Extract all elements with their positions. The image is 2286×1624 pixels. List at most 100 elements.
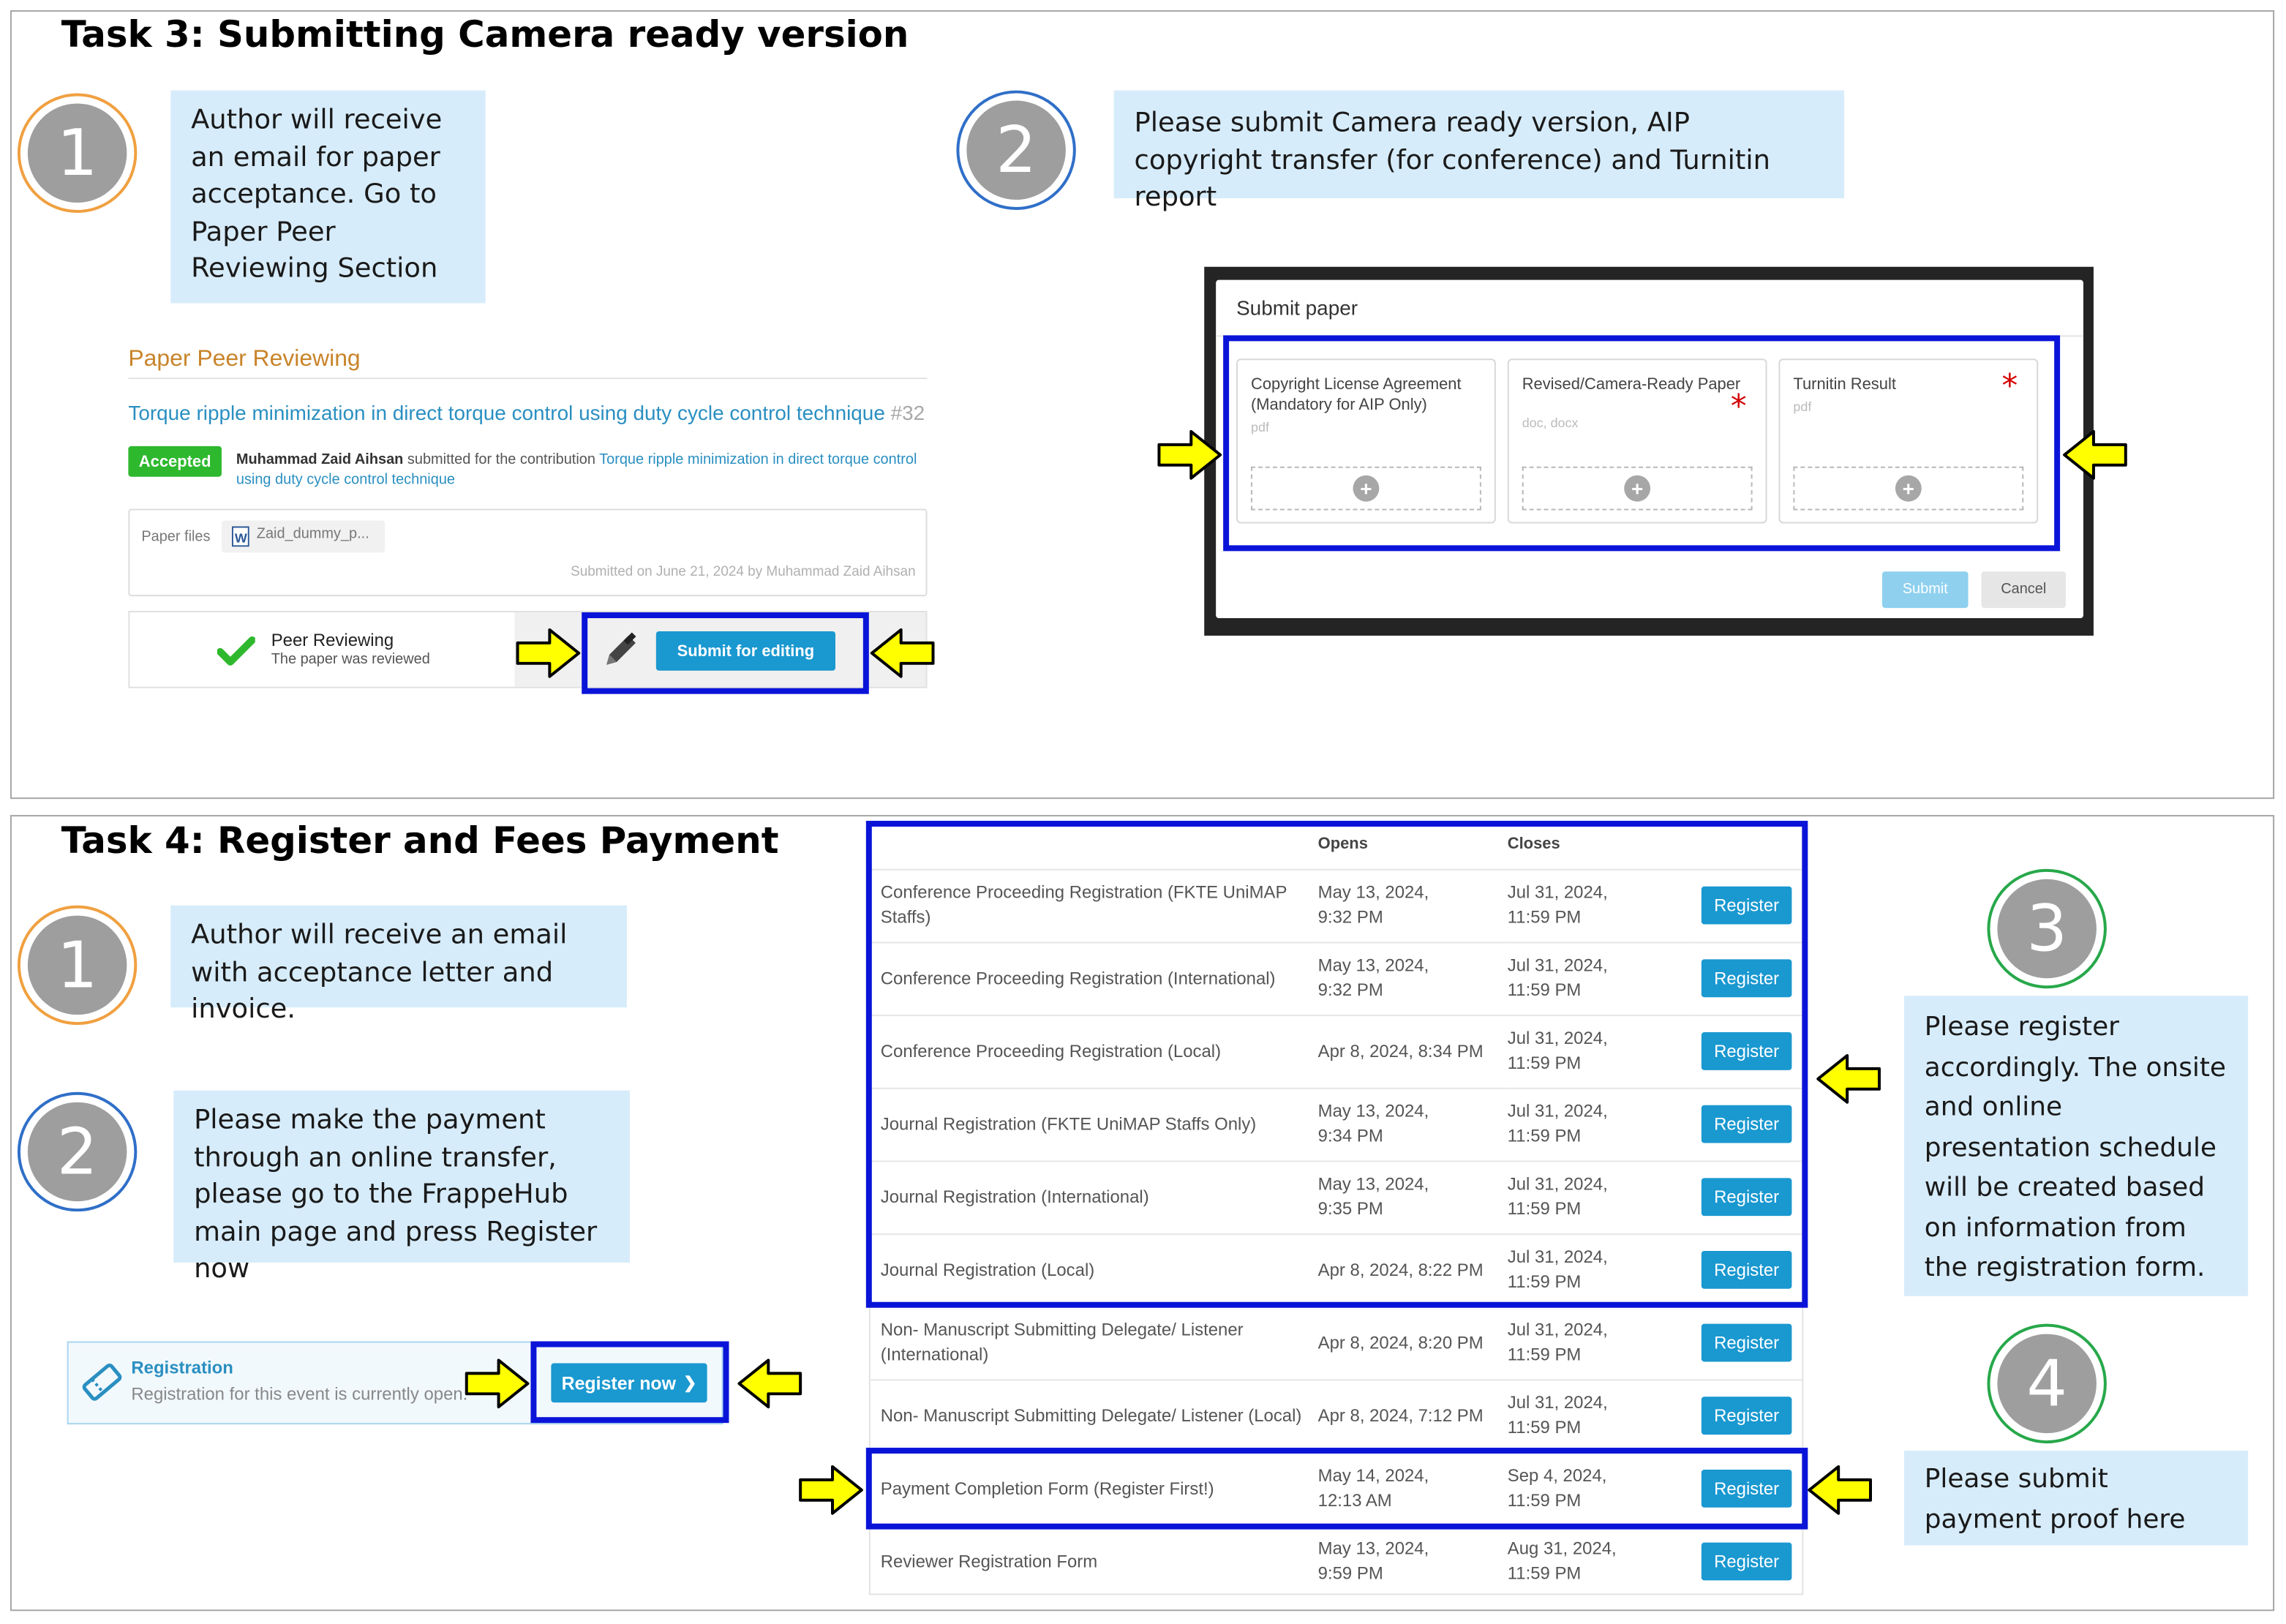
- paper-id: #32: [890, 401, 925, 424]
- table-row: Journal Registration (FKTE UniMAP Staffs…: [870, 1086, 1802, 1161]
- author-name: Muhammad Zaid Aihsan: [236, 451, 404, 468]
- row-closes: Jul 31, 2024, 11:59 PM: [1507, 1378, 1691, 1453]
- register-button[interactable]: Register: [1701, 959, 1792, 998]
- step-number-4: 4: [1997, 1334, 2097, 1434]
- table-header: Opens Closes: [871, 822, 1802, 869]
- required-mark: *: [1730, 389, 1747, 426]
- row-name: Conference Proceeding Registration (Loca…: [870, 1014, 1318, 1088]
- plus-circle-icon: +: [1353, 475, 1380, 502]
- field-label: Turnitin Result: [1793, 376, 1896, 394]
- t4-step-bubble-3: 3: [1987, 868, 2107, 989]
- submitted-text: submitted for the contribution: [407, 451, 595, 468]
- task4-step4-callout: Please submit payment proof here: [1903, 1451, 2249, 1546]
- row-name: Non- Manuscript Submitting Delegate/ Lis…: [870, 1378, 1318, 1453]
- pointer-arrow-icon: [1157, 429, 1222, 480]
- file-chip[interactable]: W Zaid_dummy_p...: [221, 520, 386, 553]
- register-now-label: Register now: [561, 1372, 677, 1394]
- row-opens: Apr 8, 2024, 7:12 PM: [1317, 1378, 1508, 1453]
- section-title: Paper Peer Reviewing: [128, 347, 361, 372]
- row-opens: Apr 8, 2024, 8:34 PM: [1317, 1014, 1508, 1088]
- file-name: Zaid_dummy_p...: [256, 526, 369, 543]
- row-closes: Jul 31, 2024, 11:59 PM: [1507, 1233, 1691, 1307]
- pointer-arrow-icon: [737, 1358, 802, 1409]
- register-button[interactable]: Register: [1701, 1469, 1792, 1508]
- row-opens: Apr 8, 2024, 8:22 PM: [1317, 1233, 1508, 1307]
- field-formats: pdf: [1250, 419, 1269, 435]
- register-button[interactable]: Register: [1701, 1323, 1792, 1362]
- task4-step3-callout: Please register accordingly. The onsite …: [1903, 996, 2249, 1296]
- upload-field-camera-ready: Revised/Camera-Ready Paper * doc, docx +: [1507, 358, 1767, 524]
- review-subtitle: The paper was reviewed: [271, 651, 430, 668]
- highlight-submit-editing: [582, 612, 869, 694]
- table-row: Conference Proceeding Registration (Loca…: [870, 1014, 1802, 1088]
- section-divider: [128, 377, 928, 380]
- row-name: Journal Registration (International): [870, 1159, 1318, 1234]
- pointer-arrow-icon: [1816, 1053, 1881, 1104]
- required-mark: *: [2001, 369, 2018, 406]
- row-name: Non- Manuscript Submitting Delegate/ Lis…: [870, 1305, 1318, 1380]
- table-row: Journal Registration (Local) Apr 8, 2024…: [870, 1233, 1802, 1307]
- pointer-arrow-icon: [799, 1465, 863, 1515]
- step-number-1: 1: [27, 915, 127, 1015]
- register-button[interactable]: Register: [1701, 1178, 1792, 1217]
- highlight-registration-types: [865, 821, 1808, 1308]
- task4-step2-callout: Please make the payment through an onlin…: [173, 1090, 630, 1285]
- submission-note: Muhammad Zaid Aihsan submitted for the c…: [236, 451, 922, 492]
- row-opens: Apr 8, 2024, 8:20 PM: [1317, 1305, 1508, 1380]
- register-button[interactable]: Register: [1701, 1105, 1792, 1143]
- dropzone[interactable]: +: [1793, 466, 2024, 511]
- plus-circle-icon: +: [1895, 475, 1922, 502]
- contribution-link[interactable]: Torque ripple minimization in direct tor…: [236, 451, 917, 489]
- pointer-arrow-icon: [516, 628, 581, 678]
- ticket-icon: [82, 1363, 122, 1401]
- register-button[interactable]: Register: [1701, 1032, 1792, 1070]
- register-now-button[interactable]: Register now ❯: [551, 1363, 707, 1403]
- row-name: Journal Registration (Local): [870, 1233, 1318, 1307]
- paper-title-row: Torque ripple minimization in direct tor…: [128, 401, 925, 424]
- pencil-icon[interactable]: [599, 628, 643, 672]
- row-closes: Jul 31, 2024, 11:59 PM: [1507, 1159, 1691, 1234]
- registration-table-wrap: Opens Closes Conference Proceeding Regis…: [868, 821, 1804, 1598]
- modal-title: Submit paper: [1236, 296, 1358, 320]
- step-bubble-1: 1: [17, 93, 138, 213]
- row-closes: Sep 4, 2024, 11:59 PM: [1507, 1451, 1691, 1525]
- t4-step-bubble-2: 2: [17, 1091, 138, 1212]
- register-button[interactable]: Register: [1701, 1543, 1792, 1581]
- pointer-arrow-icon: [1808, 1465, 1873, 1515]
- field-formats: doc, docx: [1522, 416, 1579, 430]
- register-button[interactable]: Register: [1701, 886, 1792, 925]
- registration-title: Registration: [131, 1357, 233, 1378]
- registration-subtitle: Registration for this event is currently…: [131, 1383, 468, 1405]
- row-closes: Jul 31, 2024, 11:59 PM: [1507, 1086, 1691, 1161]
- status-badge: Accepted: [128, 446, 222, 477]
- step-bubble-2: 2: [956, 90, 1076, 210]
- col-opens-header: Opens: [1317, 835, 1368, 854]
- table-row: Reviewer Registration Form May 13, 2024,…: [870, 1524, 1802, 1598]
- modal-cancel-button[interactable]: Cancel: [1981, 571, 2067, 609]
- row-closes: Jul 31, 2024, 11:59 PM: [1507, 941, 1691, 1015]
- table-row: Non- Manuscript Submitting Delegate/ Lis…: [870, 1378, 1802, 1453]
- t4-step-bubble-4: 4: [1987, 1323, 2107, 1444]
- check-icon: [217, 636, 255, 666]
- highlight-upload-fields: [1223, 335, 2061, 552]
- dropzone[interactable]: +: [1522, 466, 1753, 511]
- step-number-2: 2: [27, 1102, 127, 1202]
- row-opens: May 13, 2024, 9:59 PM: [1317, 1524, 1508, 1598]
- modal-submit-button[interactable]: Submit: [1881, 571, 1969, 609]
- task4-step1-callout: Author will receive an email with accept…: [170, 905, 627, 1025]
- t4-step-bubble-1: 1: [17, 905, 138, 1026]
- row-name: Conference Proceeding Registration (Inte…: [870, 941, 1318, 1015]
- paper-title-link[interactable]: Torque ripple minimization in direct tor…: [128, 401, 885, 424]
- task3-step2-callout: Please submit Camera ready version, AIP …: [1113, 90, 1845, 213]
- dropzone[interactable]: +: [1250, 466, 1481, 511]
- register-button[interactable]: Register: [1701, 1396, 1792, 1435]
- upload-field-copyright: Copyright License Agreement (Mandatory f…: [1236, 358, 1496, 524]
- submit-for-editing-button[interactable]: Submit for editing: [655, 631, 835, 671]
- task3-step1-callout: Author will receive an email for paper a…: [170, 90, 486, 304]
- pointer-arrow-icon: [2063, 429, 2127, 480]
- row-closes: Jul 31, 2024, 11:59 PM: [1507, 1305, 1691, 1380]
- row-closes: Jul 31, 2024, 11:59 PM: [1507, 868, 1691, 942]
- highlight-register-now: [530, 1341, 729, 1424]
- register-button[interactable]: Register: [1701, 1250, 1792, 1289]
- step-number-2: 2: [966, 100, 1066, 200]
